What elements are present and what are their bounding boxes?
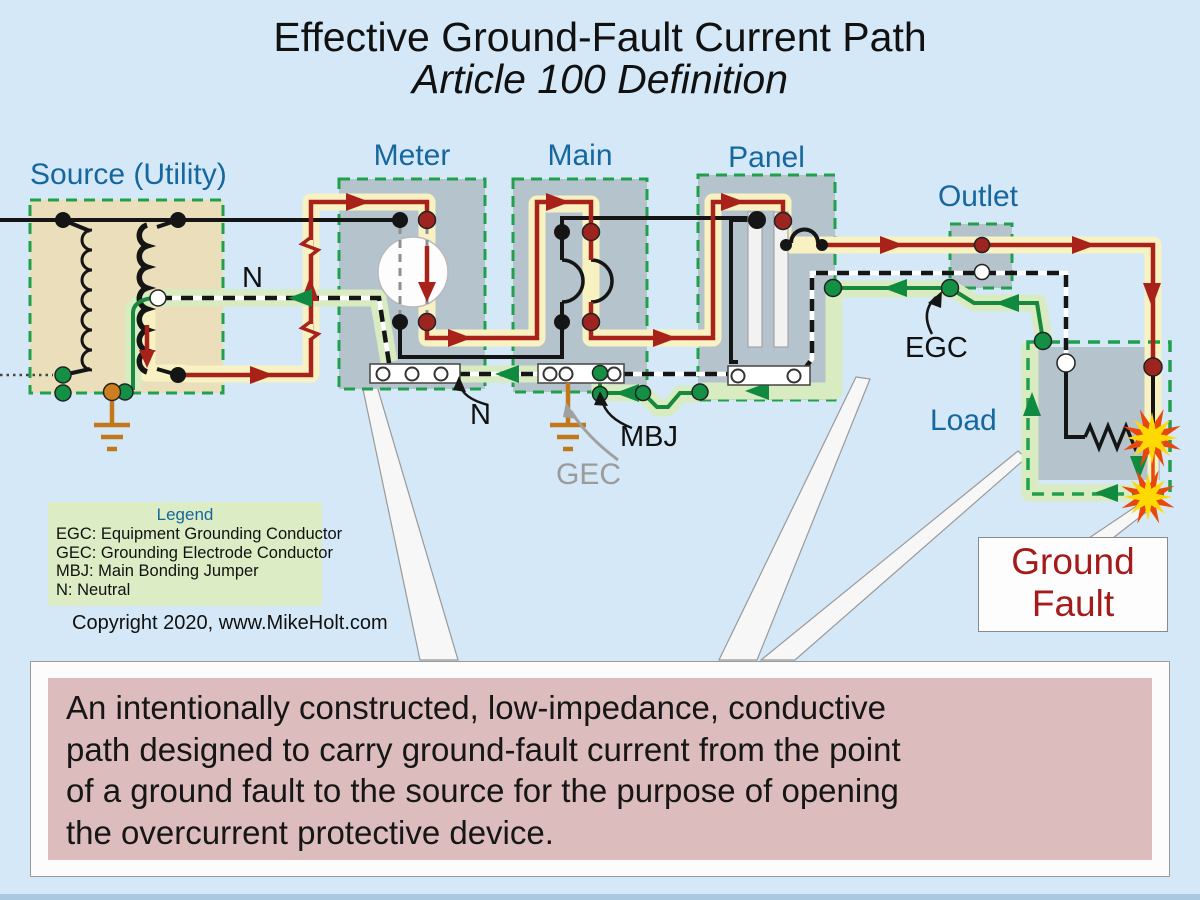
ground-fault-callout: Ground Fault: [978, 537, 1168, 632]
source-ground-symbol: [94, 392, 130, 452]
definition-line-4: the overcurrent protective device.: [66, 813, 554, 851]
meter-symbol: [377, 226, 449, 316]
neutral-bus-bars: [369, 363, 811, 386]
connection-dots: [54, 210, 1163, 403]
primary-coil: [80, 228, 93, 372]
label-neutral-source: N: [242, 262, 263, 294]
conductor-break-marks: [298, 236, 322, 342]
label-outlet: Outlet: [937, 180, 1019, 213]
page-title: Effective Ground-Fault Current Path: [273, 14, 927, 60]
label-egc: EGC: [905, 332, 968, 364]
bottom-border: [0, 894, 1200, 900]
page-subtitle: Article 100 Definition: [411, 56, 789, 102]
definition-line-2: path designed to carry ground-fault curr…: [66, 730, 901, 768]
legend-item-mbj: MBJ: Main Bonding Jumper: [56, 562, 259, 580]
label-load: Load: [930, 404, 997, 437]
copyright-text: Copyright 2020, www.MikeHolt.com: [72, 612, 388, 634]
definition-line-1: An intentionally constructed, low-impeda…: [66, 689, 886, 726]
legend-box: Legend EGC: Equipment Grounding Conducto…: [48, 502, 343, 606]
fault-current-arrows: [139, 193, 1161, 384]
definition-text: An intentionally constructed, low-impeda…: [48, 678, 1152, 860]
label-neutral-bus: N: [470, 399, 491, 431]
label-meter: Meter: [373, 139, 451, 172]
label-pointer-arrows: [453, 291, 942, 462]
label-source: Source (Utility): [30, 158, 227, 191]
secondary-coil: [136, 222, 157, 375]
ground-fault-line2: Fault: [1031, 583, 1115, 624]
wedge-to-egc: [718, 376, 871, 661]
legend-title: Legend: [156, 505, 214, 524]
source-transformer: [80, 222, 157, 375]
legend-item-gec: GEC: Grounding Electrode Conductor: [56, 543, 333, 562]
legend-item-n: N: Neutral: [56, 580, 131, 599]
label-mbj: MBJ: [620, 421, 678, 453]
definition-box: An intentionally constructed, low-impeda…: [30, 661, 1170, 877]
ground-fault-line1: Ground: [1011, 541, 1135, 582]
label-panel: Panel: [728, 141, 805, 174]
definition-line-3: of a ground fault to the source for the …: [66, 772, 899, 809]
legend-item-egc: EGC: Equipment Grounding Conductor: [56, 525, 343, 543]
label-main: Main: [547, 139, 613, 172]
label-gec: GEC: [556, 458, 622, 491]
